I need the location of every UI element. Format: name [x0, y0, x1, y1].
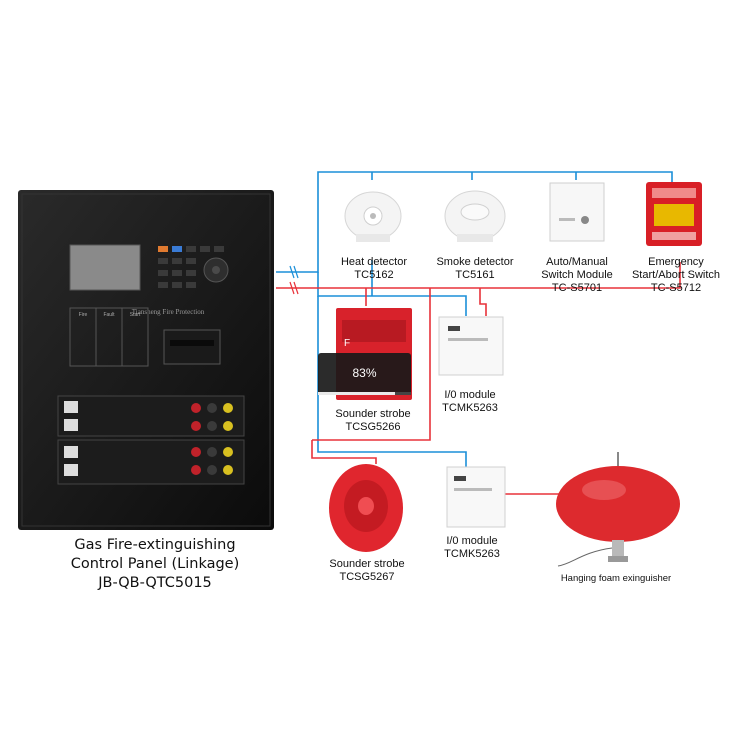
smoke-detector-label: Smoke detector TC5161 — [432, 256, 518, 282]
panel-key-fire: Fire — [79, 312, 88, 318]
io-module-1-model: TCMK5263 — [442, 402, 498, 414]
keypad — [158, 246, 229, 288]
io-module-2-label: I/0 module TCMK5263 — [430, 535, 514, 561]
emergency-switch-line-1: Emergency — [648, 256, 704, 268]
io-module-1-image — [438, 316, 504, 376]
emergency-switch-label: Emergency Start/Abort Switch TC-S5712 — [626, 256, 726, 295]
panel-brand: Tiansheng Fire Protection — [132, 308, 205, 316]
red-wire-loop — [312, 288, 431, 441]
red-wire-io1 — [479, 288, 487, 316]
blue-wire-top — [276, 171, 673, 273]
io-module-2-name: I/0 module — [446, 535, 498, 547]
heat-detector-image — [344, 191, 402, 242]
emergency-switch-line-2: Start/Abort Switch — [631, 269, 721, 281]
smoke-detector-name: Smoke detector — [436, 256, 514, 268]
svg-text:F: F — [344, 338, 350, 349]
progress-indicator: 83% — [318, 353, 411, 395]
panel-caption-line-1: Gas Fire-extinguishing — [74, 537, 236, 553]
progress-fill — [318, 392, 396, 395]
io-module-2-model: TCMK5263 — [444, 548, 500, 560]
emergency-switch-image — [646, 182, 702, 246]
switch-module-image — [549, 182, 605, 242]
switch-module-line-2: Switch Module — [541, 269, 613, 281]
heat-detector-model: TC5162 — [354, 269, 394, 281]
panel-caption: Gas Fire-extinguishing Control Panel (Li… — [40, 536, 270, 593]
blue-wire-main — [317, 272, 467, 316]
switch-module-label: Auto/Manual Switch Module TC-S5701 — [532, 256, 622, 295]
sounder-strobe-1-name: Sounder strobe — [335, 408, 411, 420]
panel-key-fault: Fault — [103, 312, 115, 318]
emergency-switch-model: TC-S5712 — [650, 282, 702, 294]
sounder-strobe-2-label: Sounder strobe TCSG5267 — [322, 558, 412, 584]
extinguisher-image — [556, 452, 680, 567]
sounder-strobe-1-label: Sounder strobe TCSG5266 — [328, 408, 418, 434]
printer — [163, 329, 221, 365]
control-panel: Tiansheng Fire Protection Fire Fault Sta… — [18, 190, 274, 530]
zone-control-row-2 — [57, 439, 245, 485]
panel-key-start: Start — [130, 312, 141, 318]
panel-caption-line-2: Control Panel (Linkage) — [70, 556, 240, 572]
status-legend — [69, 307, 149, 367]
io-module-2-image — [446, 466, 506, 528]
heat-detector-label: Heat detector TC5162 — [336, 256, 412, 282]
io-module-1-name: I/0 module — [444, 389, 496, 401]
switch-module-line-1: Auto/Manual — [546, 256, 608, 268]
progress-track — [318, 392, 411, 395]
smoke-detector-model: TC5161 — [455, 269, 495, 281]
switch-module-model: TC-S5701 — [551, 282, 603, 294]
sounder-strobe-2-model: TCSG5267 — [339, 571, 395, 583]
extinguisher-label: Hanging foam exinguisher — [546, 572, 686, 585]
wire-break-markers — [289, 265, 299, 295]
extinguisher-name: Hanging foam exinguisher — [560, 573, 672, 584]
io-module-1-label: I/0 module TCMK5263 — [428, 389, 512, 415]
panel-caption-line-3: JB-QB-QTC5015 — [98, 575, 212, 591]
sounder-strobe-1-model: TCSG5266 — [345, 421, 401, 433]
smoke-detector-image — [444, 190, 506, 242]
sounder-strobe-2-image — [329, 464, 403, 552]
progress-label: 83% — [352, 366, 377, 380]
lcd-screen — [69, 244, 141, 291]
zone-control-row-1 — [57, 395, 245, 437]
red-bus-wires — [276, 262, 681, 495]
sounder-strobe-2-name: Sounder strobe — [329, 558, 405, 570]
red-wire-top — [276, 262, 681, 289]
heat-detector-name: Heat detector — [340, 256, 408, 268]
red-wire-lower — [311, 440, 377, 464]
